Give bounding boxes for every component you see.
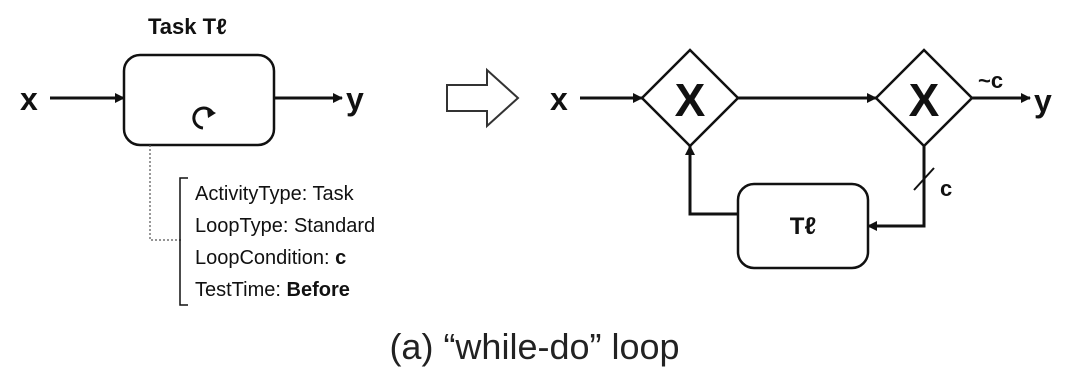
- exit-condition-label: ~c: [978, 68, 1003, 93]
- annotation-line: LoopCondition: c: [195, 247, 346, 269]
- right-input-label: x: [550, 81, 568, 117]
- left-output-label: y: [346, 81, 364, 117]
- loop-marker-icon: [192, 106, 216, 130]
- task-box: [122, 53, 276, 147]
- right-output-label: y: [1034, 83, 1052, 119]
- merge-gateway-x-icon: X: [675, 74, 706, 126]
- association-line: [149, 145, 182, 241]
- annotation-line: TestTime: Before: [195, 279, 350, 301]
- left-input-label: x: [20, 81, 38, 117]
- loop-task-label: Tℓ: [790, 213, 816, 240]
- transform-arrow-icon: [446, 67, 520, 129]
- loop-condition-label: c: [940, 176, 952, 201]
- conditional-flow-marker: [913, 167, 935, 191]
- figure-caption: (a) “while-do” loop: [389, 326, 680, 367]
- loop-condition-arrow: [867, 146, 926, 231]
- annotation-bracket: [179, 177, 188, 306]
- split-gateway-x-icon: X: [909, 74, 940, 126]
- annotation-line: ActivityType: Task: [195, 183, 355, 205]
- loop-task-box: [736, 182, 870, 270]
- task-title: Task Tℓ: [148, 14, 227, 39]
- loop-back-arrow: [685, 145, 738, 216]
- annotation-line: LoopType: Standard: [195, 215, 375, 237]
